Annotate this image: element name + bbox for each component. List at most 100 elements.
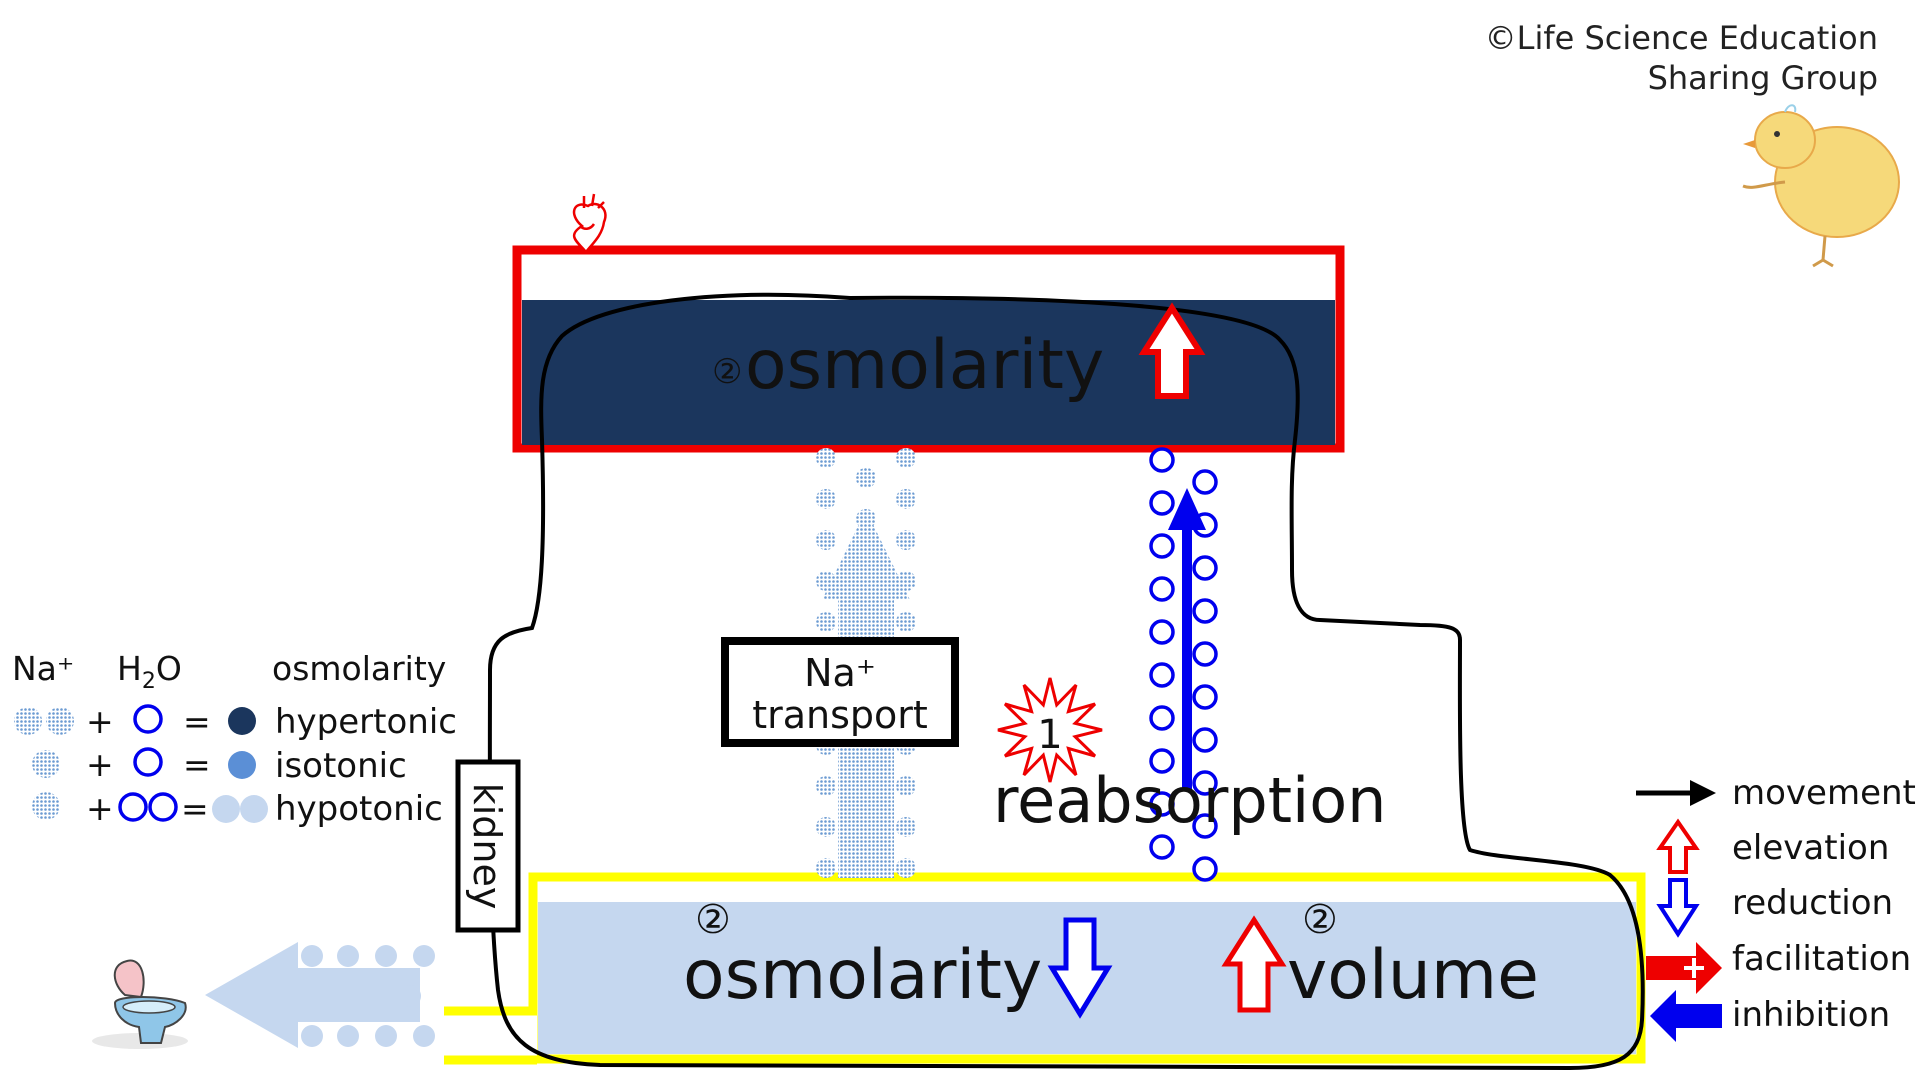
- heart-icon: [572, 193, 607, 255]
- na-dot: [816, 448, 836, 468]
- legend-row-isotonic: + = isotonic: [32, 745, 407, 786]
- na-transport-line1: Na⁺: [804, 651, 876, 695]
- credit: ©Life Science Education Sharing Group: [1485, 18, 1878, 98]
- water-circle: [1192, 641, 1218, 667]
- svg-text:+: +: [86, 702, 114, 741]
- top-box: [512, 245, 1345, 453]
- svg-text:=: =: [183, 702, 211, 741]
- water-circle: [1149, 533, 1175, 559]
- legend-label-hypertonic: hypertonic: [275, 702, 457, 742]
- toilet-icon: [92, 959, 188, 1049]
- na-dot: [896, 612, 916, 632]
- legend-item-inhibition: inhibition: [1650, 990, 1890, 1042]
- bottom-osmolarity-label: osmolarity: [683, 936, 1042, 1015]
- water-circle: [1149, 447, 1175, 473]
- water-circle: [1192, 856, 1218, 882]
- kidney-outline: [487, 292, 1645, 1071]
- excretion-dot: [399, 985, 421, 1007]
- top-osmolarity-label: osmolarity: [745, 326, 1104, 405]
- excretion-dot: [337, 945, 359, 967]
- legend-label-isotonic: isotonic: [275, 746, 407, 786]
- water-circle: [1149, 576, 1175, 602]
- legend-head-osmolarity: osmolarity: [272, 649, 446, 688]
- excretion-dot: [337, 1025, 359, 1047]
- svg-text:+: +: [86, 745, 114, 784]
- legend-row-hypertonic: + = hypertonic: [14, 702, 457, 742]
- kidney-label-box: kidney: [455, 759, 521, 933]
- water-circle: [1149, 705, 1175, 731]
- water-circle: [1192, 469, 1218, 495]
- reabsorption-label: reabsorption: [993, 764, 1386, 837]
- na-dot: [896, 489, 916, 509]
- left-legend: Na⁺ H2O osmolarity + = hypertonic + = is…: [12, 649, 457, 829]
- svg-text:inhibition: inhibition: [1732, 995, 1890, 1035]
- legend-row-hypotonic: + = hypotonic: [32, 789, 443, 829]
- bottom-elevation-arrow-icon: [1221, 915, 1287, 1013]
- water-circle: [1192, 727, 1218, 753]
- reabsorption-marker: 1: [1037, 712, 1062, 758]
- na-dot: [856, 468, 876, 488]
- excretion-dot: [413, 1025, 435, 1047]
- svg-text:elevation: elevation: [1732, 828, 1889, 868]
- svg-text:movement: movement: [1732, 773, 1916, 813]
- bottom-volume-label: volume: [1287, 936, 1539, 1015]
- legend-label-hypotonic: hypotonic: [275, 789, 443, 829]
- water-circle: [1149, 791, 1175, 817]
- svg-text:facilitation: facilitation: [1732, 939, 1911, 979]
- na-dot: [816, 858, 836, 878]
- excretion-dot: [301, 945, 323, 967]
- excretion-dot: [375, 945, 397, 967]
- kidney-label: kidney: [465, 783, 509, 910]
- outlet-channel: [444, 1010, 537, 1062]
- legend-item-reduction: reduction: [1656, 878, 1893, 938]
- svg-text:reduction: reduction: [1732, 883, 1893, 923]
- reabsorption-starburst: 1: [997, 677, 1103, 783]
- legend-item-elevation: elevation: [1656, 818, 1889, 874]
- water-circle: [1149, 619, 1175, 645]
- na-dot: [816, 817, 836, 837]
- water-circle: [1149, 748, 1175, 774]
- na-dot: [896, 858, 916, 878]
- reabsorption-blue-arrow: [1168, 488, 1206, 790]
- na-dot: [896, 817, 916, 837]
- water-circles-column: [1149, 447, 1218, 882]
- bottom-reduction-arrow-icon: [1047, 917, 1113, 1019]
- legend-item-movement: movement: [1636, 773, 1916, 813]
- top-marker: ②: [712, 352, 742, 392]
- na-dot: [816, 530, 836, 550]
- excretion-dot: [301, 1025, 323, 1047]
- red-up-arrow-icon: [1656, 818, 1700, 874]
- water-circle: [1192, 684, 1218, 710]
- na-dot: [816, 776, 836, 796]
- legend-head-na: Na⁺: [12, 649, 74, 688]
- blue-left-arrow-icon: [1650, 990, 1722, 1042]
- excretion-stream: [205, 942, 435, 1048]
- credit-line1: ©Life Science Education: [1484, 19, 1878, 57]
- svg-text:=: =: [183, 745, 211, 784]
- na-dot: [816, 489, 836, 509]
- svg-text:=: =: [181, 789, 209, 828]
- legend-head-h2o: H2O: [117, 649, 182, 694]
- na-dot: [896, 530, 916, 550]
- right-legend: movement elevation reduction facilitatio…: [1636, 773, 1916, 1042]
- svg-text:+: +: [86, 789, 114, 828]
- water-circle: [1149, 662, 1175, 688]
- na-transport-line2: transport: [752, 693, 928, 737]
- water-circle: [1192, 813, 1218, 839]
- credit-line2: Sharing Group: [1647, 59, 1878, 97]
- na-dot: [896, 776, 916, 796]
- water-circle: [1192, 770, 1218, 796]
- top-elevation-arrow-icon: [1138, 302, 1206, 399]
- excretion-dot: [375, 1025, 397, 1047]
- top-box-fill: [522, 300, 1335, 445]
- bottom-right-marker: ②: [1302, 897, 1338, 943]
- water-circle: [1149, 490, 1175, 516]
- na-transport-box: Na⁺ transport: [721, 637, 959, 747]
- excretion-dot: [413, 945, 435, 967]
- legend-item-facilitation: facilitation: [1646, 939, 1911, 994]
- na-dot: [896, 448, 916, 468]
- blue-down-arrow-icon: [1656, 878, 1700, 938]
- na-dot: [816, 612, 836, 632]
- water-circle: [1192, 598, 1218, 624]
